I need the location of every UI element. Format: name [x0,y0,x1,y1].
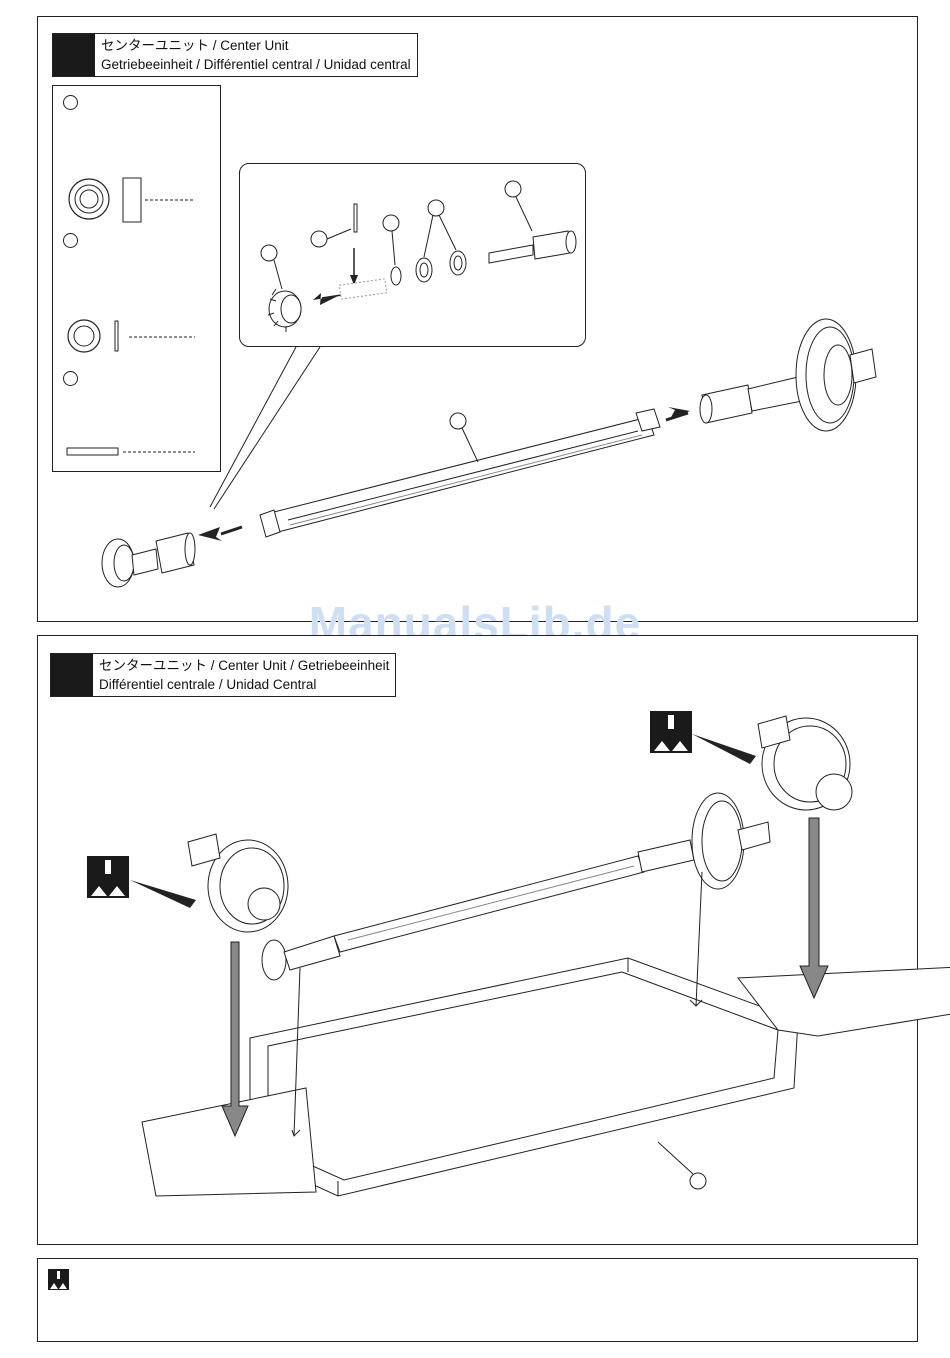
detail-pin [354,204,357,232]
assembly-driveshaft [334,856,644,952]
detail-washer [391,267,401,285]
left-pinion [262,936,340,980]
note-panel [37,1258,918,1342]
install-arrow [800,818,828,998]
detail-cup-joint [489,231,576,263]
step2-assembly-drawing [38,636,919,1246]
left-differential [188,834,288,932]
install-arrow [222,942,248,1136]
right-spur-gear [638,793,770,889]
step2-panel: センターユニット / Center Unit / Getriebeeinheit… [37,635,918,1245]
spur-gear-assembly [700,319,876,431]
pinion-cup-assembly [102,533,195,587]
detail-bevel-gear [268,289,301,332]
step1-panel: センターユニット / Center Unit Getriebeeinheit /… [37,16,918,622]
detail-bearings [416,251,466,282]
step1-exploded-drawing [38,17,919,623]
chassis-tub [142,958,950,1196]
right-differential [758,716,852,810]
grease-gear-icon [48,1269,70,1291]
